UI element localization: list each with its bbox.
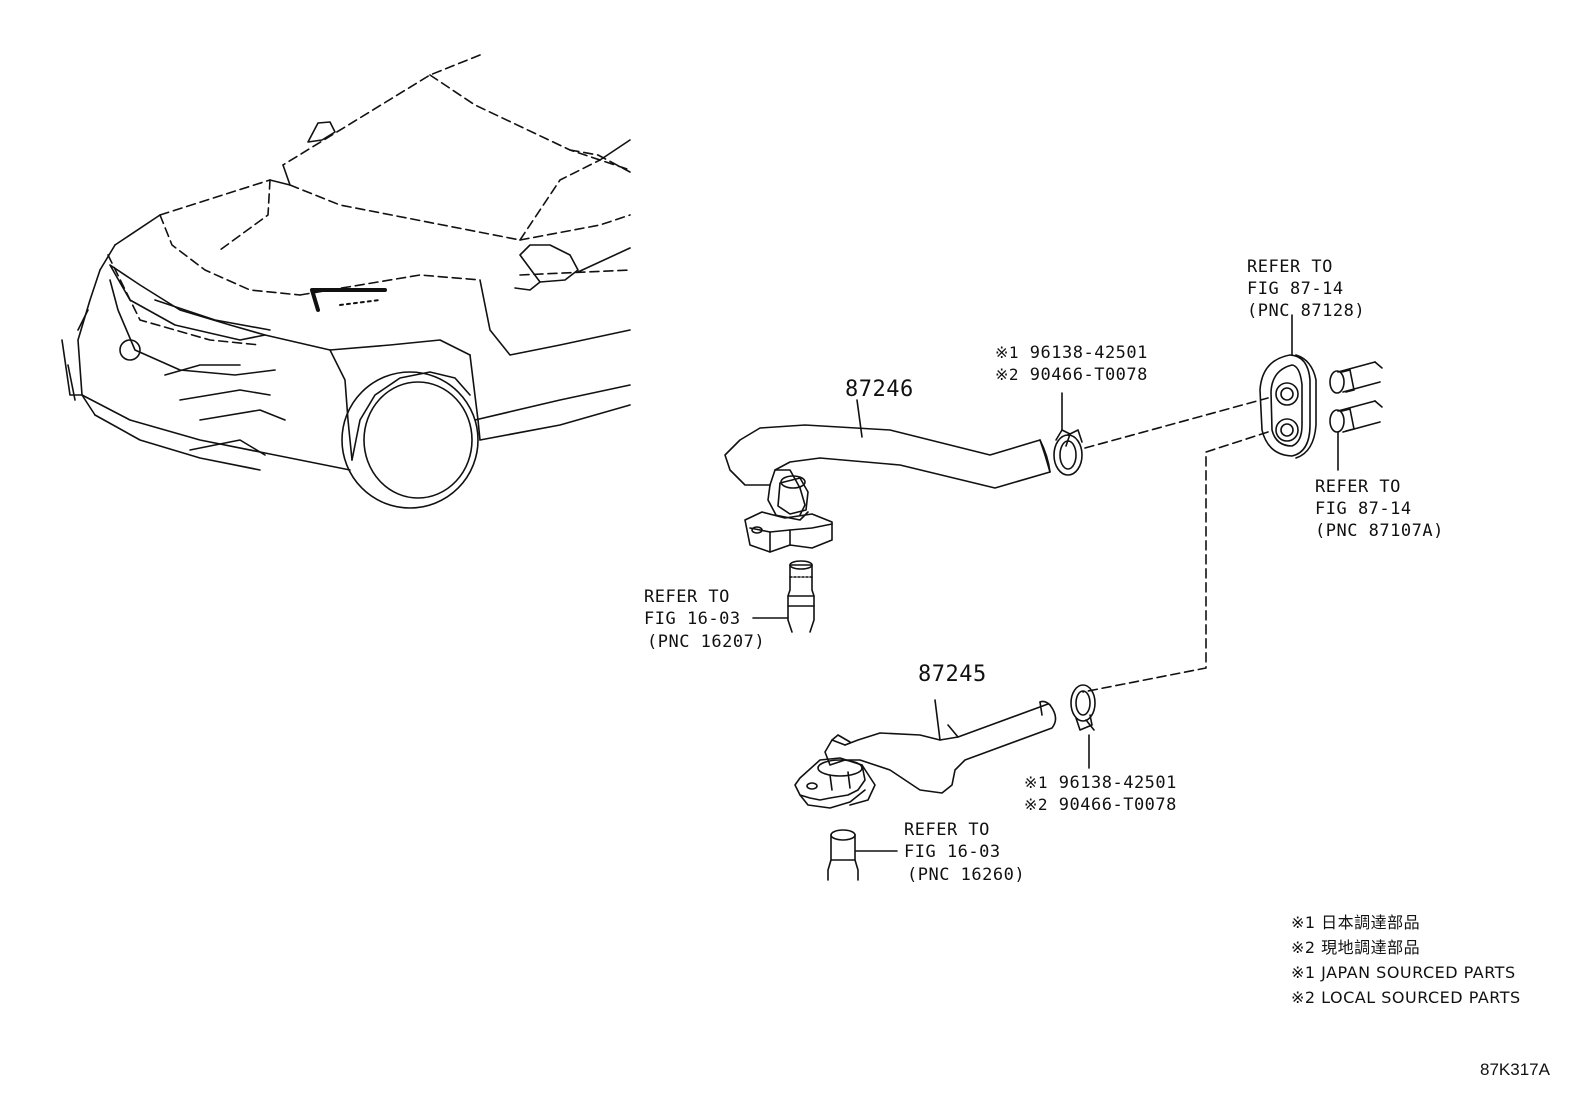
pipe-upper bbox=[1330, 362, 1382, 393]
pipe-lower bbox=[1330, 401, 1382, 432]
ref-16207-line2: FIG 16-03 bbox=[644, 609, 741, 629]
part-number: 90466-T0078 bbox=[1029, 365, 1148, 385]
part-number: 96138-42501 bbox=[1058, 773, 1177, 793]
ref-16260-line2: FIG 16-03 bbox=[904, 842, 1001, 862]
ref-16207-line3[interactable]: (PNC 16207) bbox=[647, 632, 766, 652]
pipe-16207 bbox=[788, 561, 814, 632]
ref-87107a-line3[interactable]: (PNC 87107A) bbox=[1315, 521, 1444, 541]
dash-lower-link bbox=[1083, 432, 1268, 692]
ref-87107a-line2: FIG 87-14 bbox=[1315, 499, 1412, 519]
part-number: 90466-T0078 bbox=[1058, 795, 1177, 815]
pipe-16260 bbox=[828, 830, 858, 880]
part-label-87246[interactable]: 87246 bbox=[845, 377, 914, 402]
mark: ※2 bbox=[995, 365, 1020, 384]
clamp-upper bbox=[1054, 430, 1082, 475]
ref-16260-line3[interactable]: (PNC 16260) bbox=[907, 865, 1026, 885]
ref-16260-line1: REFER TO bbox=[904, 820, 990, 840]
leader-87245 bbox=[935, 700, 940, 740]
clamp-upper-callout-2[interactable]: ※2 90466-T0078 bbox=[995, 367, 1148, 384]
legend-line-3: ※1 JAPAN SOURCED PARTS bbox=[1291, 963, 1516, 982]
mark: ※1 bbox=[1024, 773, 1049, 792]
clamp-lower-callout-1[interactable]: ※1 96138-42501 bbox=[1024, 775, 1177, 792]
ref-87128-line3[interactable]: (PNC 87128) bbox=[1247, 301, 1366, 321]
grommet-87128 bbox=[1260, 355, 1316, 458]
ref-87107a-line1: REFER TO bbox=[1315, 477, 1401, 497]
part-number: 96138-42501 bbox=[1029, 343, 1148, 363]
mark: ※2 bbox=[1024, 795, 1049, 814]
car-illustration bbox=[62, 55, 630, 508]
hose-87246 bbox=[725, 425, 1050, 552]
hose-87245 bbox=[795, 701, 1056, 808]
ref-16207-line1: REFER TO bbox=[644, 587, 730, 607]
ref-87128-line1: REFER TO bbox=[1247, 257, 1333, 277]
ref-87128-line2: FIG 87-14 bbox=[1247, 279, 1344, 299]
mark: ※1 bbox=[995, 343, 1020, 362]
clamp-upper-callout-1[interactable]: ※1 96138-42501 bbox=[995, 345, 1148, 362]
legend-line-1: ※1 日本調達部品 bbox=[1291, 913, 1421, 932]
leader-87246 bbox=[857, 400, 862, 437]
clamp-lower-callout-2[interactable]: ※2 90466-T0078 bbox=[1024, 797, 1177, 814]
legend-line-4: ※2 LOCAL SOURCED PARTS bbox=[1291, 988, 1521, 1007]
legend-line-2: ※2 現地調達部品 bbox=[1291, 938, 1421, 957]
figure-code: 87K317A bbox=[1480, 1060, 1550, 1079]
clamp-lower bbox=[1071, 685, 1095, 730]
part-label-87245[interactable]: 87245 bbox=[918, 662, 987, 687]
dash-upper-link bbox=[1085, 398, 1268, 448]
